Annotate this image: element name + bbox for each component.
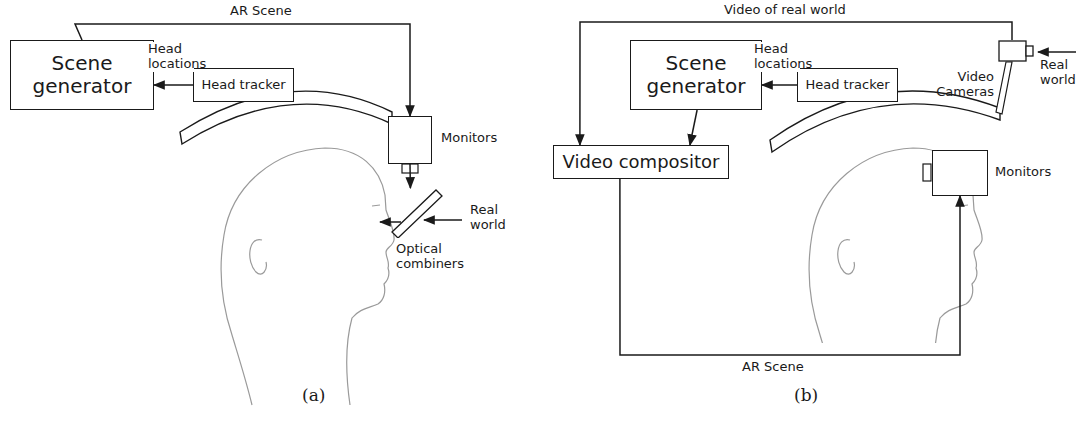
panel-label: (a)	[300, 386, 327, 406]
input-label: Real world	[468, 203, 518, 233]
box-label: Head tracker	[805, 78, 889, 93]
part-label: Video Cameras	[928, 70, 994, 100]
input-label: Real world	[1038, 58, 1084, 88]
combiner-shape	[388, 188, 444, 238]
part-label: Optical combiners	[396, 242, 476, 272]
part-label: Monitors	[441, 131, 521, 146]
optical-combiner: Optical combiners	[388, 188, 444, 238]
scene-generator-box: Scene generator	[630, 40, 762, 110]
video-compositor-box: Video compositor	[553, 145, 729, 179]
panel-label: (b)	[792, 386, 820, 406]
connector-arrow	[409, 164, 411, 188]
connector-arrow	[580, 22, 1012, 145]
signal-label: Video of real world	[722, 3, 848, 18]
box-label: Head tracker	[201, 78, 285, 93]
signal-label: AR Scene	[228, 4, 294, 19]
camera-shape	[998, 40, 1034, 62]
monitor-box: Monitors	[388, 116, 432, 164]
box-label: Scene generator	[11, 52, 153, 98]
signal-label: AR Scene	[740, 360, 806, 375]
camera-mount	[996, 62, 1012, 114]
real-world-arrow	[1038, 51, 1076, 53]
signal-label: Head locations	[752, 42, 800, 72]
combiner-plate	[392, 190, 442, 238]
signal-label: Head locations	[146, 42, 194, 72]
connector-arrow	[690, 110, 697, 145]
head-tracker-box: Head tracker	[193, 68, 294, 102]
box-label: Video compositor	[563, 152, 720, 173]
real-world-arrow	[424, 219, 462, 221]
monitor-box: Monitors	[932, 150, 988, 196]
video-camera: Video Cameras	[998, 40, 1034, 62]
connector-arrow	[762, 84, 797, 86]
part-label: Monitors	[995, 165, 1075, 180]
camera-body	[999, 41, 1026, 61]
box-label: Scene generator	[631, 52, 761, 98]
monitor-lens	[923, 164, 931, 181]
connector-arrow	[620, 179, 960, 355]
scene-generator-box: Scene generator	[10, 40, 154, 110]
head-outline	[221, 148, 394, 405]
camera-lens	[1026, 46, 1033, 56]
eye-arrow	[380, 221, 401, 223]
head-tracker-box: Head tracker	[797, 68, 898, 102]
connector-arrow	[154, 84, 193, 86]
